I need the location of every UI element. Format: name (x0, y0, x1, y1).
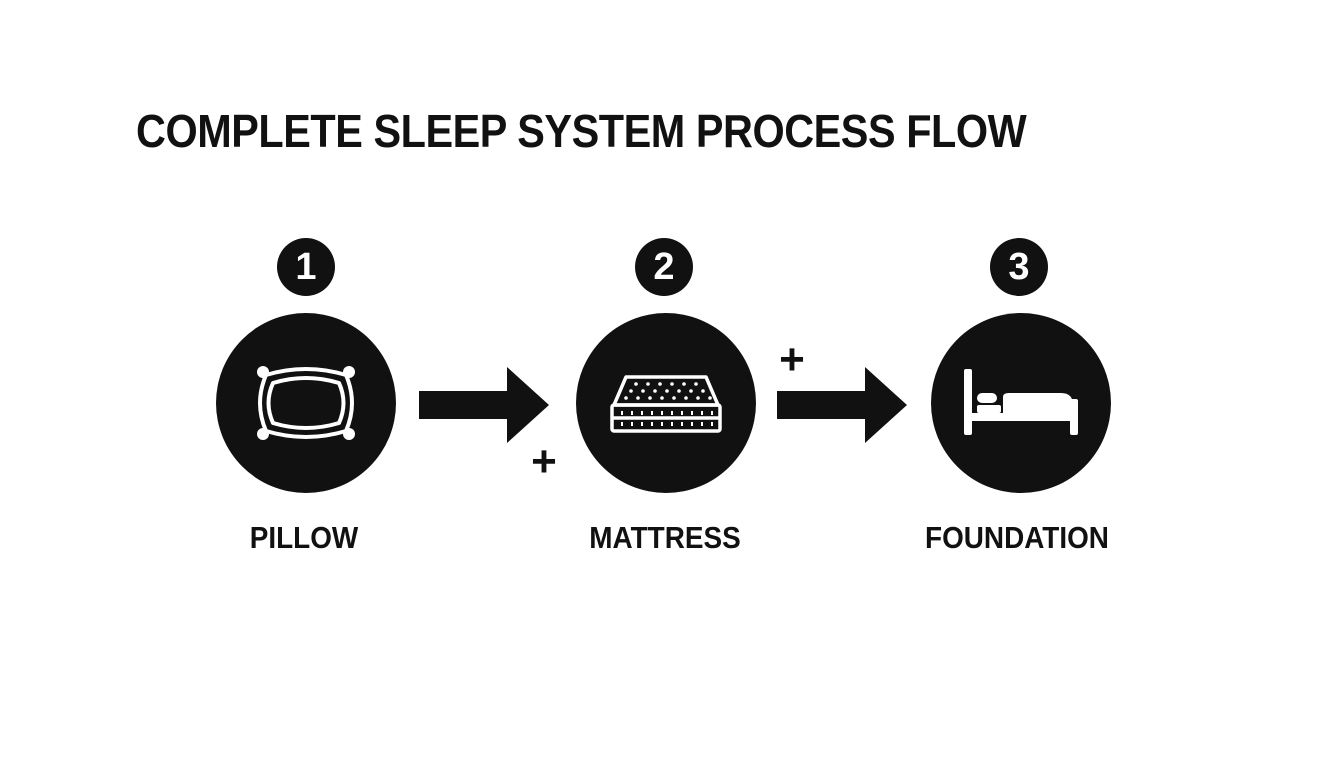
step-2-label: MATTRESS (589, 520, 741, 555)
mattress-icon (610, 375, 722, 433)
plus-sign-2: + (779, 335, 805, 384)
step-1-circle (216, 313, 396, 493)
step-2-number-badge: 2 (635, 238, 693, 296)
plus-sign-1: + (531, 437, 557, 486)
bed-icon (964, 369, 1078, 435)
step-2-circle (576, 313, 756, 493)
step-3-label: FOUNDATION (925, 520, 1109, 555)
arrow-right-icon (419, 367, 549, 443)
arrow-right-icon (777, 367, 907, 443)
diagram-title: COMPLETE SLEEP SYSTEM PROCESS FLOW (136, 105, 1027, 157)
step-3-number-badge: 3 (990, 238, 1048, 296)
step-1-label: PILLOW (249, 520, 359, 555)
pillow-icon (257, 366, 355, 440)
step-3-circle (931, 313, 1111, 493)
step-1-number-badge: 1 (277, 238, 335, 296)
